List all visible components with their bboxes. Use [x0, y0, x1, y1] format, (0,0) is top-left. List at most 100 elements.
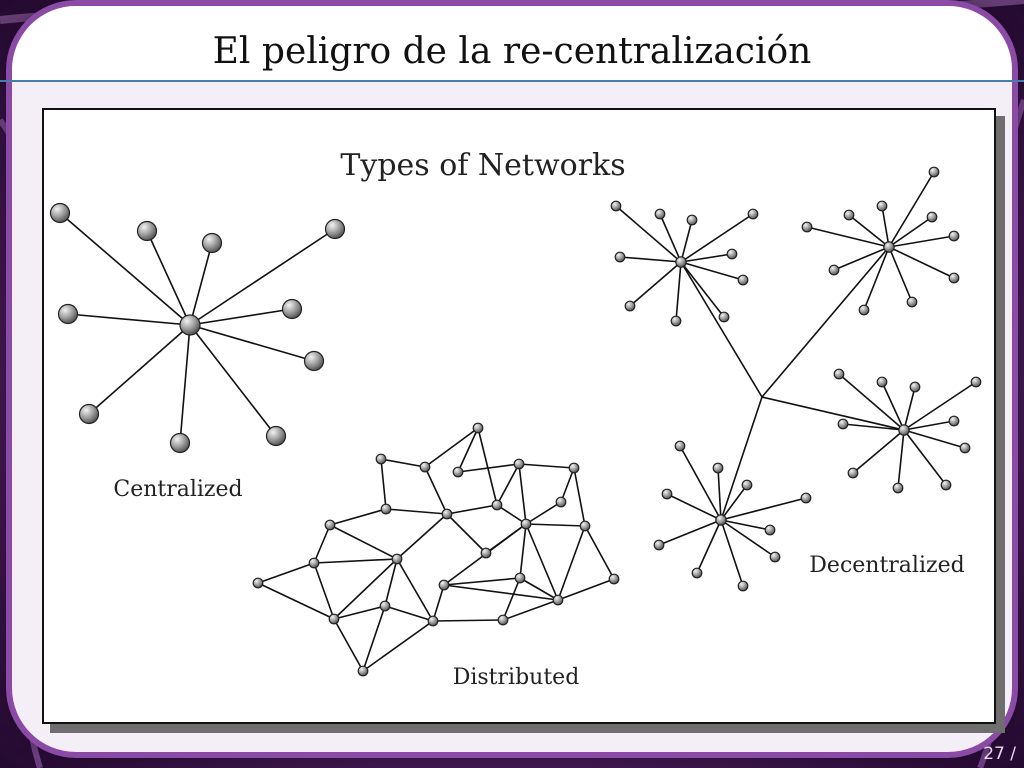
decentralized-node: [718, 311, 730, 323]
title-strip: [12, 6, 1012, 80]
title-divider: [0, 80, 1024, 82]
centralized-edge: [146, 230, 191, 326]
distributed-edge: [518, 463, 575, 469]
decentralized-edge: [615, 205, 682, 263]
decentralized-edge: [720, 497, 807, 521]
decentralized-node: [876, 376, 888, 388]
centralized-edge: [59, 212, 191, 326]
centralized-edge: [189, 324, 315, 362]
distributed-edge: [333, 558, 398, 620]
distributed-edge: [446, 513, 487, 554]
distributed-node: [375, 453, 387, 465]
decentralized-edge: [720, 519, 744, 587]
distributed-edge: [525, 501, 562, 525]
decentralized-node: [653, 539, 665, 551]
decentralized-node: [828, 264, 840, 276]
distributed-edge: [496, 463, 520, 506]
distributed-edge: [560, 467, 575, 503]
decentralized-node: [948, 415, 960, 427]
decentralized-node: [948, 230, 960, 242]
distributed-edge: [519, 523, 527, 579]
distributed-edge: [477, 427, 498, 506]
distributed-edge: [385, 508, 448, 515]
centralized-node: [57, 303, 79, 325]
centralized-edge: [179, 324, 191, 444]
distributed-edge: [257, 562, 315, 584]
decentralized-edge: [717, 467, 722, 521]
distributed-edge: [457, 427, 479, 473]
distributed-edge: [432, 619, 504, 622]
decentralized-node: [837, 418, 849, 430]
distributed-edge: [557, 578, 615, 601]
decentralized-node: [741, 479, 753, 491]
distributed-edge: [496, 504, 527, 525]
decentralized-node: [686, 214, 698, 226]
distributed-node: [491, 499, 503, 511]
decentralized-node: [926, 211, 938, 223]
decentralized-node: [670, 315, 682, 327]
distributed-node: [441, 508, 453, 520]
centralized-node: [169, 432, 191, 454]
distributed-node: [555, 496, 567, 508]
decentralized-edge: [680, 219, 693, 263]
network-nodes: [49, 166, 982, 677]
distributed-node: [357, 665, 369, 677]
decentralized-edge: [881, 381, 905, 431]
decentralized-node: [610, 200, 622, 212]
decentralized-edge: [666, 493, 722, 521]
distributed-node: [568, 462, 580, 474]
decentralized-node: [909, 381, 921, 393]
distributed-node: [419, 461, 431, 473]
distributed-edge: [380, 458, 426, 468]
decentralized-node: [858, 304, 870, 316]
distributed-node: [252, 577, 264, 589]
distributed-node: [608, 573, 620, 585]
decentralized-edge: [888, 246, 913, 303]
distributed-edge: [257, 582, 335, 620]
distributed-edge: [396, 513, 448, 560]
decentralized-trunk-edge: [680, 261, 763, 398]
centralized-node: [303, 350, 325, 372]
distributed-edge: [446, 504, 498, 515]
distributed-edge: [584, 525, 615, 580]
centralized-label: Centralized: [113, 477, 242, 502]
distributed-edge: [557, 525, 586, 601]
figure-frame: [42, 108, 996, 724]
centralized-edge: [189, 324, 277, 437]
decentralized-node: [614, 251, 626, 263]
decentralized-edge: [838, 373, 905, 431]
centralized-edge: [67, 313, 191, 326]
decentralized-node: [661, 488, 673, 500]
distributed-edge: [396, 558, 434, 622]
decentralized-node: [959, 442, 971, 454]
distributed-edge: [443, 577, 521, 586]
distributed-node: [308, 557, 320, 569]
distributed-node: [380, 503, 392, 515]
decentralized-edge: [629, 261, 682, 307]
distributed-node: [552, 594, 564, 606]
decentralized-hub-node: [898, 424, 910, 436]
decentralized-node: [769, 551, 781, 563]
decentralized-node: [801, 221, 813, 233]
decentralized-node: [624, 300, 636, 312]
distributed-edge: [333, 618, 364, 672]
distributed-edge: [525, 523, 559, 601]
decentralized-edge: [658, 519, 722, 546]
decentralized-trunk-edge: [761, 396, 905, 431]
decentralized-node: [654, 208, 666, 220]
decentralized-edge: [720, 519, 771, 531]
centralized-edge: [189, 242, 213, 326]
decentralized-edge: [720, 484, 748, 521]
decentralized-node: [800, 492, 812, 504]
distributed-node: [379, 600, 391, 612]
figure-heading: Types of Networks: [340, 148, 625, 183]
decentralized-edge: [888, 216, 933, 248]
decentralized-node: [876, 200, 888, 212]
distributed-edge: [329, 524, 398, 560]
page-number: 27 /: [983, 744, 1016, 764]
centralized-node: [201, 232, 223, 254]
decentralized-edge: [806, 226, 890, 248]
distributed-edge: [519, 577, 559, 601]
centralized-node: [49, 202, 71, 224]
distributed-edge: [432, 584, 445, 622]
